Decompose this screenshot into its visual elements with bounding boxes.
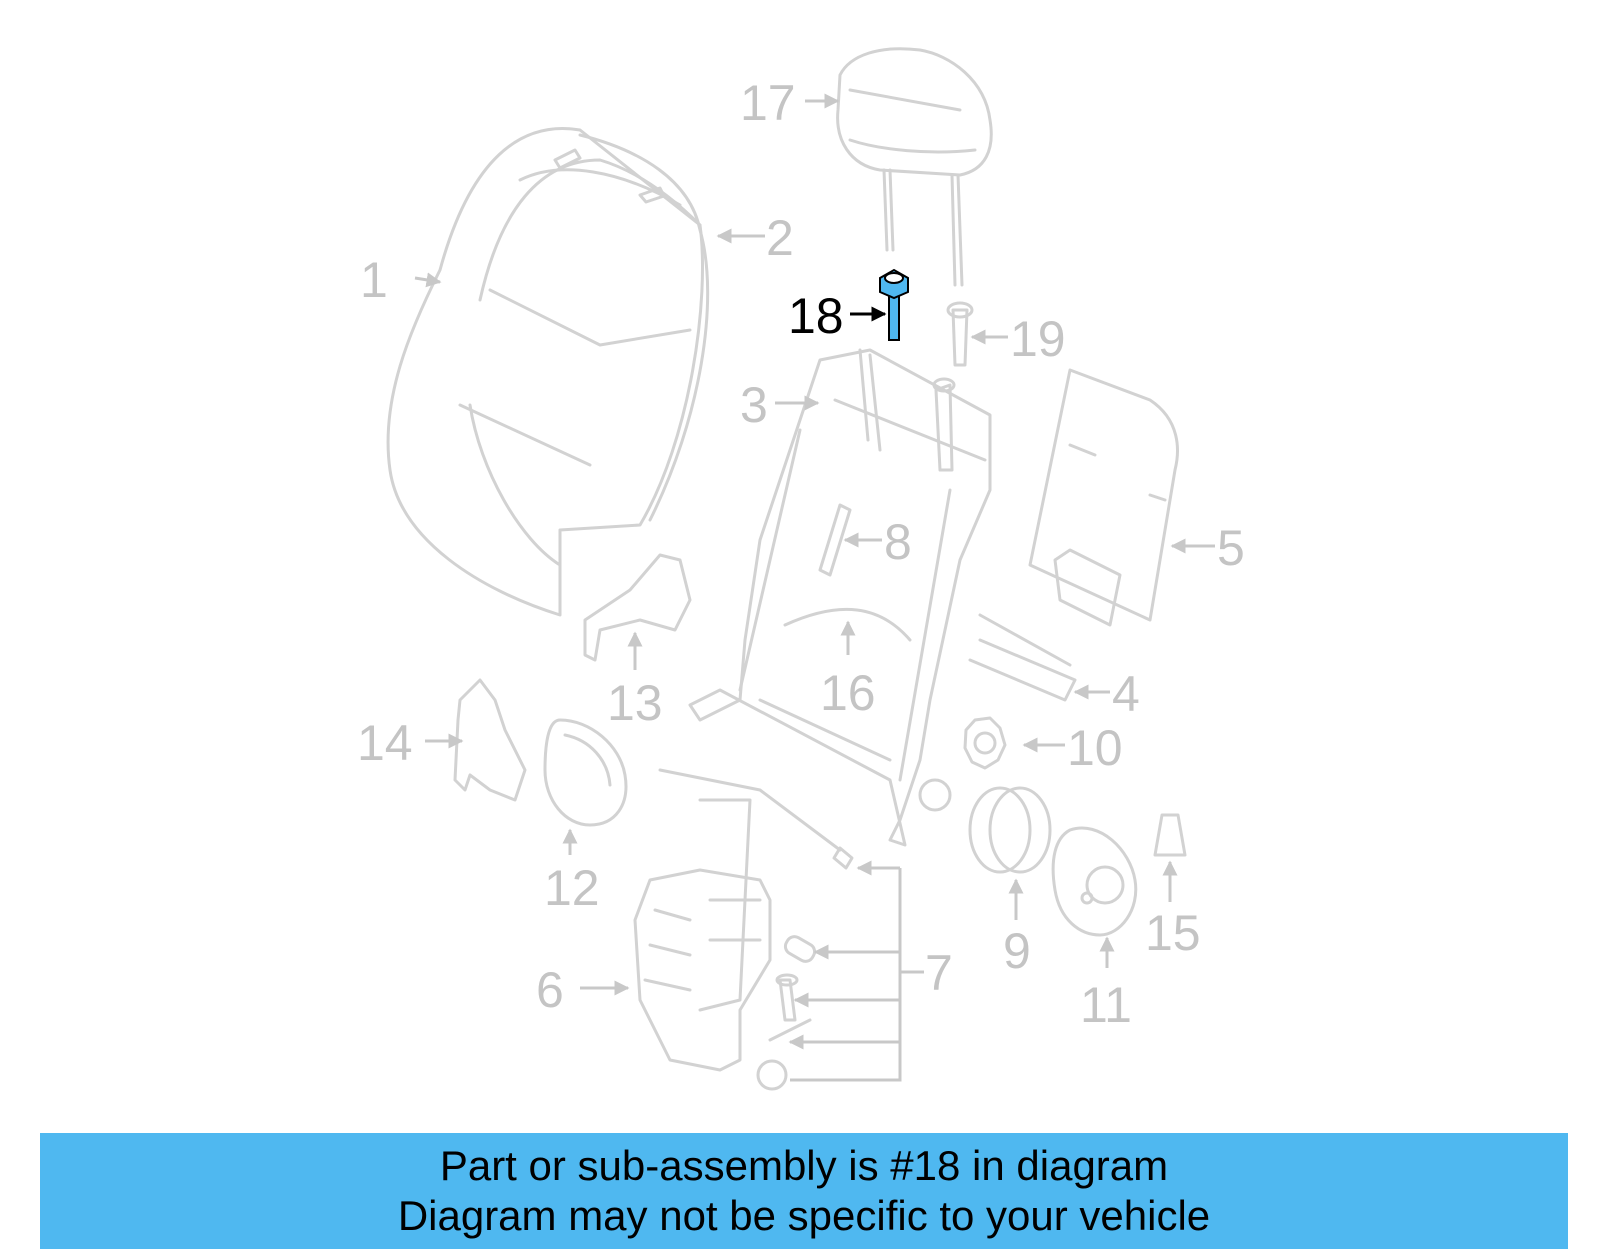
- info-banner: Part or sub-assembly is #18 in diagram D…: [40, 1133, 1568, 1249]
- callout-labels: 1 2 3 4 5 6 7 8 9 10 11 12 13 14 15 16 1…: [357, 75, 1245, 1033]
- part-16-wire[interactable]: [783, 607, 912, 642]
- part-8-clip[interactable]: [818, 503, 852, 577]
- callout-18[interactable]: 18: [788, 288, 844, 344]
- part-3-seat-frame[interactable]: [688, 348, 992, 847]
- banner-part-text: Part or sub-assembly is #18 in diagram: [439, 1142, 1169, 1189]
- callout-5[interactable]: 5: [1217, 520, 1245, 576]
- part-15-cap[interactable]: [1153, 813, 1187, 857]
- callout-14[interactable]: 14: [357, 715, 413, 771]
- part-14-trim[interactable]: [453, 678, 527, 802]
- callout-1[interactable]: 1: [360, 252, 388, 308]
- part-1-seatback-cushion[interactable]: [386, 127, 704, 617]
- part-12-cover[interactable]: [543, 718, 628, 827]
- callout-9[interactable]: 9: [1003, 923, 1031, 979]
- banner-disclaimer-text: Diagram may not be specific to your vehi…: [397, 1192, 1211, 1239]
- part-10-star-knob[interactable]: [963, 716, 1007, 770]
- part-17-headrest[interactable]: [836, 47, 993, 287]
- callout-8[interactable]: 8: [884, 514, 912, 570]
- callout-3[interactable]: 3: [740, 377, 768, 433]
- callout-13[interactable]: 13: [607, 675, 663, 731]
- callout-10[interactable]: 10: [1067, 720, 1123, 776]
- callout-17[interactable]: 17: [740, 75, 796, 131]
- callout-6[interactable]: 6: [536, 962, 564, 1018]
- part-11-side-cover[interactable]: [1051, 826, 1138, 937]
- callout-12[interactable]: 12: [544, 860, 600, 916]
- part-2-seatback-cover[interactable]: [518, 133, 710, 522]
- part-5-back-panel[interactable]: [1028, 368, 1179, 627]
- part-19-guide-sleeve[interactable]: [946, 301, 974, 367]
- part-9-knob[interactable]: [968, 786, 1052, 874]
- callout-4[interactable]: 4: [1112, 666, 1140, 722]
- callout-7[interactable]: 7: [925, 945, 953, 1001]
- callout-11[interactable]: 11: [1080, 977, 1132, 1033]
- callout-15[interactable]: 15: [1145, 905, 1201, 961]
- callout-2[interactable]: 2: [766, 210, 794, 266]
- part-4-bar[interactable]: [968, 613, 1077, 702]
- leader-lines: [414, 93, 1215, 1082]
- callout-19[interactable]: 19: [1010, 311, 1066, 367]
- part-6-recliner[interactable]: [633, 798, 772, 1072]
- part-18-bolt[interactable]: [879, 268, 909, 341]
- callout-16[interactable]: 16: [820, 665, 876, 721]
- part-13-bracket[interactable]: [583, 553, 692, 662]
- part-7-fasteners[interactable]: [658, 768, 854, 1091]
